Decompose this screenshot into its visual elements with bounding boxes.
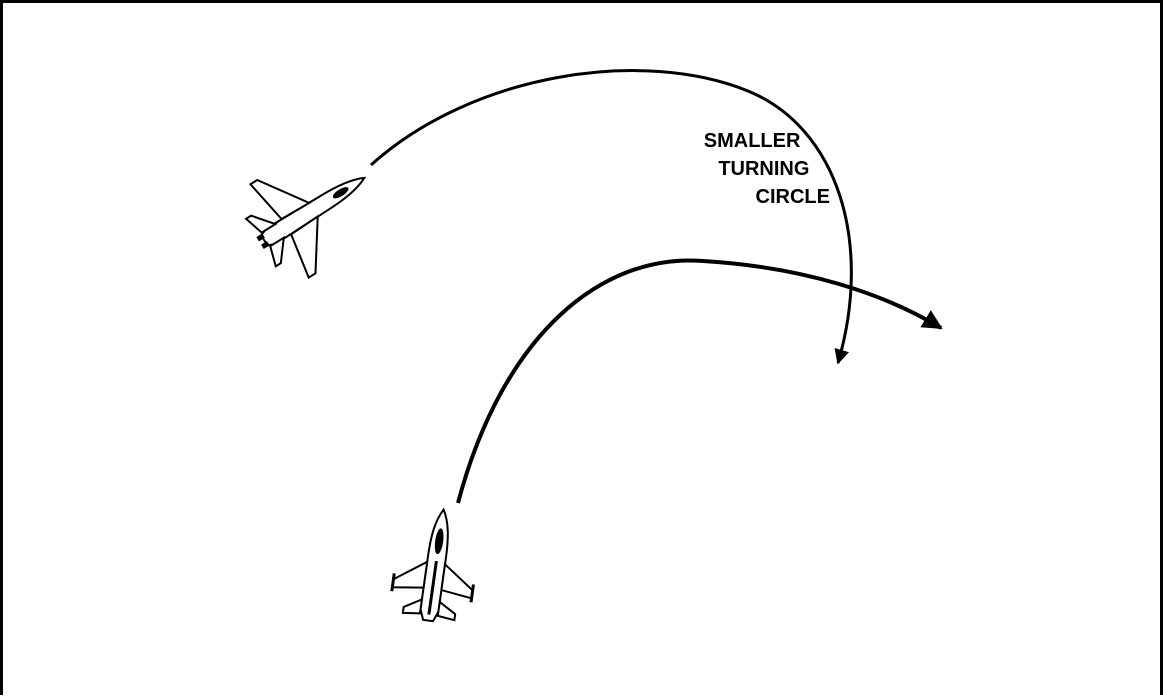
lower-turn-path (456, 258, 943, 504)
label-line-2: TURNING (718, 158, 809, 180)
fighter-jet-swept-wing-icon (244, 176, 367, 280)
label-line-3: CIRCLE (756, 186, 830, 208)
label-line-1: SMALLER (704, 130, 801, 152)
turning-circle-label: SMALLER TURNING CIRCLE (704, 130, 830, 208)
turning-circle-diagram: SMALLER TURNING CIRCLE (244, 69, 943, 623)
fighter-jet-delta-wing-icon (390, 507, 475, 623)
upper-turn-path (369, 69, 853, 365)
